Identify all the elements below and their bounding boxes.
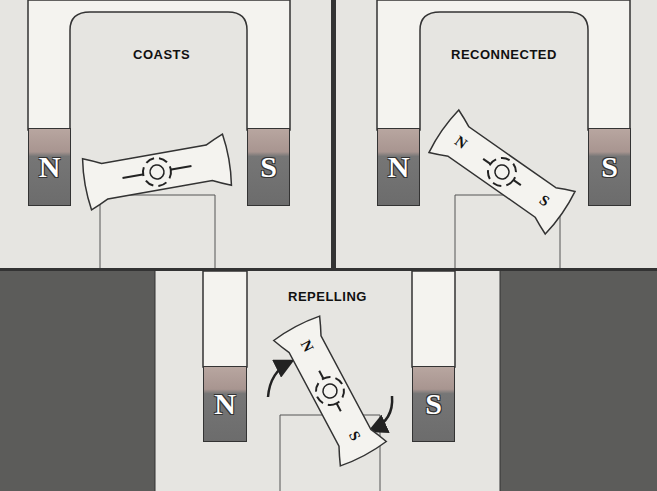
rotor-armature: NS — [270, 312, 390, 471]
panel-title: RECONNECTED — [451, 47, 557, 62]
pole-letter: S — [425, 387, 442, 421]
magnet-pole: S — [247, 128, 290, 206]
pole-letter: N — [214, 387, 236, 421]
panel-title: REPELLING — [288, 289, 367, 304]
diagram-panel: REPELLINGNSNS — [155, 271, 500, 491]
magnet-pole: S — [412, 366, 455, 442]
pole-letter: N — [388, 150, 410, 184]
diagram-panel: COASTS N S — [0, 0, 331, 268]
pole-letter: S — [601, 150, 618, 184]
rotor-armature: NS — [425, 106, 580, 238]
magnet-pole: S — [588, 128, 631, 206]
pole-letter: N — [39, 150, 61, 184]
rotor-outline — [270, 312, 390, 471]
magnet-pole: N — [203, 366, 247, 442]
magnet-pole: N — [377, 128, 420, 206]
diagram-panel: RECONNECTEDNSNS — [336, 0, 657, 268]
magnet-pole: N — [28, 128, 71, 206]
pole-letter: S — [260, 150, 277, 184]
panel-title: COASTS — [133, 47, 190, 62]
rotor-outline — [425, 106, 580, 238]
